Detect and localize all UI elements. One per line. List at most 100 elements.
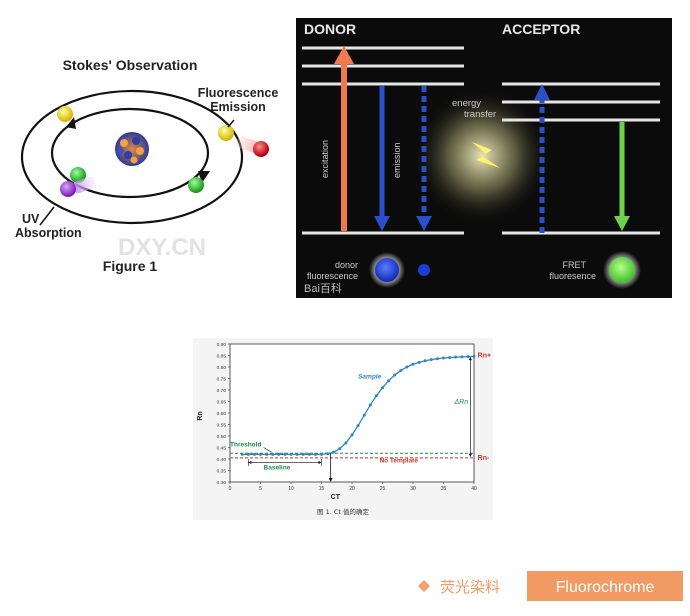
emission-arrowhead-icon bbox=[374, 216, 390, 231]
energy-label-line2: transfer bbox=[464, 109, 496, 120]
y-tick-label: 0.60 bbox=[217, 411, 227, 417]
sample-point bbox=[295, 452, 299, 456]
sample-point bbox=[271, 452, 275, 456]
sample-point bbox=[435, 357, 439, 361]
stokes-diagram: Stokes' Observation Fluorescence Emissio… bbox=[15, 57, 279, 274]
fret-svg: DONOR ACCEPTOR excitation emission energ… bbox=[302, 21, 660, 295]
sample-point bbox=[387, 379, 391, 383]
y-axis-label: Rn bbox=[197, 411, 204, 420]
y-tick-label: 0.75 bbox=[217, 377, 227, 383]
sample-point bbox=[277, 452, 281, 456]
sample-point bbox=[399, 368, 403, 372]
donor-fluorescence-dot bbox=[375, 258, 399, 282]
lightning-bolt-icon bbox=[472, 142, 500, 168]
x-tick-label: 15 bbox=[319, 486, 325, 492]
absorption-label-line2: Absorption bbox=[15, 226, 82, 240]
donor-title: DONOR bbox=[304, 21, 356, 37]
arrow-left-icon bbox=[248, 460, 252, 465]
emission-label-line2: Emission bbox=[210, 100, 266, 114]
y-tick-label: 0.50 bbox=[217, 434, 227, 440]
sample-point bbox=[307, 452, 311, 456]
sample-point bbox=[460, 355, 464, 359]
sample-point bbox=[454, 355, 458, 359]
sample-point bbox=[423, 359, 427, 363]
fret-fluorescence-dot bbox=[609, 257, 635, 283]
sample-point bbox=[374, 394, 378, 398]
acceptor-arrowhead-icon bbox=[534, 84, 550, 100]
threshold-pointer bbox=[263, 447, 272, 453]
sample-point bbox=[301, 452, 305, 456]
sample-point bbox=[320, 452, 323, 456]
absorption-label-line1: UV bbox=[22, 212, 40, 226]
sample-point bbox=[332, 450, 336, 454]
x-tick-label: 30 bbox=[410, 486, 416, 492]
donor-fluor-label-line2: fluorescence bbox=[307, 271, 358, 281]
ct-chart: 0.900.850.800.750.700.650.600.550.500.45… bbox=[197, 342, 491, 516]
figure-label: Figure 1 bbox=[103, 258, 158, 274]
sample-point bbox=[429, 358, 433, 362]
x-tick-label: 35 bbox=[441, 486, 447, 492]
sample-point bbox=[417, 360, 421, 364]
electron-green bbox=[188, 177, 204, 193]
x-tick-label: 20 bbox=[349, 486, 355, 492]
sample-point bbox=[289, 452, 293, 456]
ct-label: CT bbox=[331, 494, 341, 501]
sample-point bbox=[393, 373, 397, 377]
annotation-arrows bbox=[247, 357, 472, 482]
sample-point bbox=[344, 441, 348, 445]
threshold-label: Threshold bbox=[230, 441, 261, 448]
electron-yellow bbox=[218, 125, 234, 141]
sample-point bbox=[240, 452, 244, 456]
arrow-down-icon bbox=[328, 478, 333, 482]
sample-point bbox=[368, 403, 372, 407]
fret-fluor-label-line1: FRET bbox=[563, 260, 587, 270]
sample-point bbox=[350, 433, 354, 437]
stokes-title: Stokes' Observation bbox=[63, 57, 198, 73]
electron-green bbox=[70, 167, 86, 183]
plot-area bbox=[229, 343, 475, 483]
sample-series-points bbox=[240, 354, 476, 456]
arrow-up-icon bbox=[468, 357, 472, 361]
x-tick-label: 0 bbox=[229, 486, 232, 492]
sample-point bbox=[362, 413, 366, 417]
watermark-baike: Bai百科 bbox=[304, 281, 342, 295]
inner-orbit bbox=[50, 107, 210, 199]
y-tick-label: 0.45 bbox=[217, 446, 227, 452]
sample-point bbox=[356, 424, 360, 428]
electron-yellow bbox=[57, 106, 73, 122]
donor-small-dot bbox=[418, 264, 430, 276]
y-tick-label: 0.30 bbox=[217, 480, 227, 486]
emission-label-line1: Fluorescence bbox=[198, 86, 279, 100]
sample-point bbox=[381, 386, 384, 390]
sample-point bbox=[405, 365, 409, 369]
absorption-pointer bbox=[39, 206, 55, 226]
sample-point bbox=[326, 452, 330, 456]
donor-fluor-label-line1: donor bbox=[335, 260, 358, 270]
y-tick-label: 0.85 bbox=[217, 354, 227, 360]
fret-arrowhead-icon bbox=[614, 216, 630, 231]
arrow-down-icon bbox=[468, 453, 472, 457]
x-tick-label: 25 bbox=[380, 486, 386, 492]
sample-point bbox=[338, 447, 342, 451]
y-tick-label: 0.35 bbox=[217, 469, 227, 475]
acceptor-title: ACCEPTOR bbox=[502, 21, 580, 37]
absorption-trail bbox=[72, 176, 96, 194]
sample-point bbox=[313, 452, 317, 456]
sample-point bbox=[466, 355, 470, 359]
sample-point bbox=[265, 452, 269, 456]
rn-minus-label: Rn- bbox=[478, 455, 490, 462]
photon-purple bbox=[60, 181, 76, 197]
footer-title-cn: 荧光染料 bbox=[440, 579, 500, 596]
excitation-label: excitation bbox=[320, 140, 330, 178]
sample-point bbox=[448, 356, 452, 360]
emission-label: emission bbox=[392, 142, 402, 178]
footer-svg: 荧光染料 Fluorochrome bbox=[20, 571, 683, 601]
fret-fluor-label-line2: fluoresence bbox=[549, 271, 596, 281]
energy-label-line1: energy bbox=[452, 98, 481, 109]
x-tick-label: 5 bbox=[259, 486, 262, 492]
footer-banner: 荧光染料 Fluorochrome bbox=[0, 560, 690, 611]
sample-point bbox=[259, 452, 262, 456]
footer-title-en: Fluorochrome bbox=[556, 579, 655, 596]
outer-orbit bbox=[20, 89, 244, 225]
